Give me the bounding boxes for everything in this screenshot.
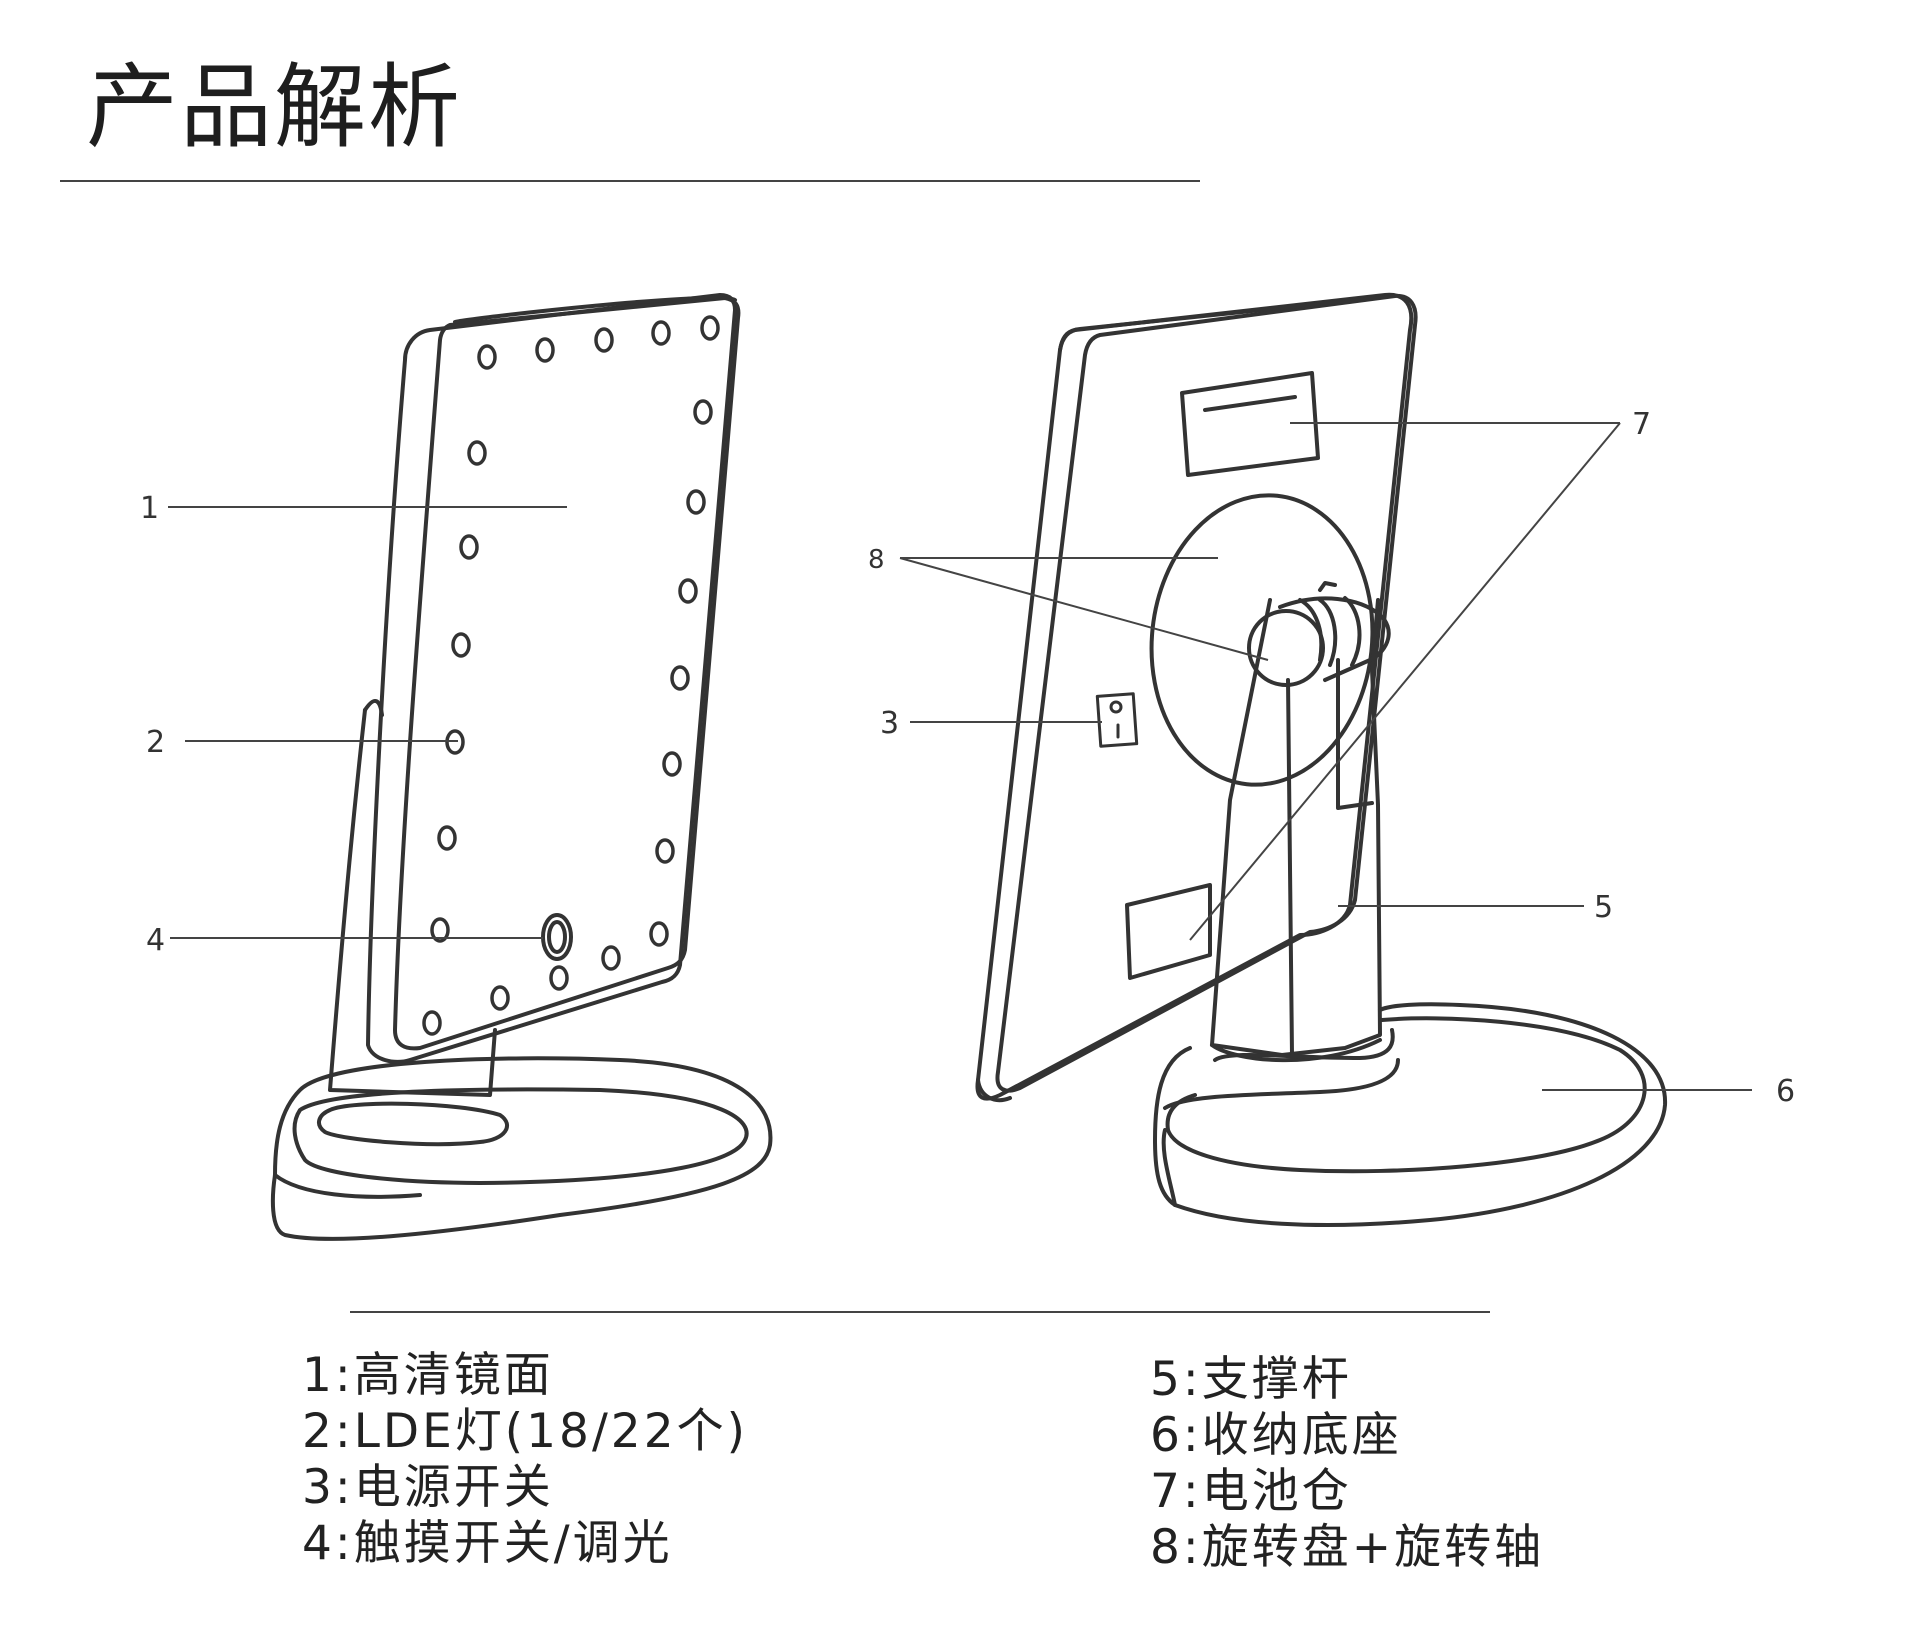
power-switch-box — [1095, 692, 1139, 748]
legend-right: 5:支撑杆 6:收纳底座 7:电池仓 8:旋转盘+旋转轴 — [1150, 1352, 1544, 1576]
battery-cover-bottom — [1125, 883, 1212, 980]
touch-switch — [541, 913, 573, 961]
legend-item: 8:旋转盘+旋转轴 — [1150, 1520, 1545, 1575]
back-mirror-view — [975, 292, 1668, 1227]
callout-2: 2 — [146, 725, 165, 760]
led-light — [662, 751, 682, 777]
legend-item: 3:电源开关 — [302, 1460, 554, 1515]
led-light — [655, 838, 675, 864]
led-light — [651, 320, 671, 346]
callout-lines — [168, 422, 1752, 1091]
legend-divider — [350, 1311, 1490, 1313]
led-light — [594, 327, 614, 353]
led-lights — [422, 315, 720, 1036]
callout-1: 1 — [140, 491, 159, 526]
led-light — [549, 965, 569, 991]
callout-7: 7 — [1632, 407, 1651, 442]
led-light — [467, 440, 487, 466]
led-light — [601, 945, 621, 971]
callout-8: 8 — [868, 545, 885, 575]
support-pole — [1210, 598, 1382, 1057]
page-title: 产品解析 — [86, 54, 463, 161]
led-light — [535, 337, 555, 363]
led-light — [477, 344, 497, 370]
title-divider — [60, 180, 1200, 182]
led-light — [670, 665, 690, 691]
led-light — [649, 921, 669, 947]
front-base — [270, 1056, 773, 1241]
led-light — [700, 315, 720, 341]
back-base — [1153, 1002, 1668, 1227]
battery-cover-top — [1180, 371, 1320, 477]
front-stand — [328, 708, 497, 1097]
led-light — [686, 489, 706, 515]
led-light — [422, 1010, 442, 1036]
led-light — [693, 399, 713, 425]
callout-4: 4 — [146, 923, 165, 958]
callout-6: 6 — [1776, 1074, 1795, 1109]
led-light — [678, 578, 698, 604]
front-mirror-frame — [366, 293, 737, 1064]
led-light — [437, 825, 457, 851]
led-light — [430, 917, 450, 943]
led-light — [459, 534, 479, 560]
front-base-tray — [292, 1087, 749, 1185]
led-light — [490, 985, 510, 1011]
rotating-axis — [1247, 581, 1391, 687]
callout-3: 3 — [880, 706, 899, 741]
front-mirror-view — [270, 293, 773, 1241]
legend-item: 5:支撑杆 — [1150, 1352, 1352, 1407]
legend-left: 1:高清镜面 2:LDE灯(18/22个) 3:电源开关 4:触摸开关/调光 — [302, 1348, 748, 1572]
legend-item: 1:高清镜面 — [302, 1348, 554, 1403]
back-base-tray — [1165, 1016, 1647, 1174]
legend-item: 2:LDE灯(18/22个) — [302, 1404, 748, 1459]
legend-item: 6:收纳底座 — [1150, 1408, 1402, 1463]
led-light — [451, 632, 471, 658]
legend-item: 7:电池仓 — [1150, 1464, 1352, 1519]
callout-5: 5 — [1594, 890, 1613, 925]
legend-item: 4:触摸开关/调光 — [302, 1516, 673, 1571]
